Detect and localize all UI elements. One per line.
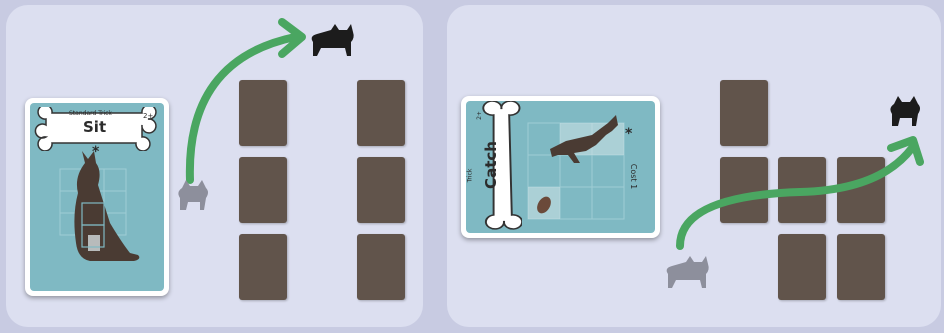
card-subtitle: Standard Trick bbox=[69, 110, 112, 117]
card-title: Sit bbox=[83, 118, 106, 136]
board-tile[interactable] bbox=[778, 234, 826, 300]
card-title: Catch bbox=[482, 141, 500, 189]
board-tile[interactable] bbox=[239, 157, 287, 223]
board-tile[interactable] bbox=[720, 80, 768, 146]
board-tile[interactable] bbox=[239, 234, 287, 300]
board-tile[interactable] bbox=[837, 234, 885, 300]
card-corner-value: 2+ bbox=[476, 111, 483, 120]
trick-card-sit[interactable]: Standard Trick Sit 2+ * bbox=[25, 98, 169, 296]
board-tile[interactable] bbox=[357, 157, 405, 223]
card-marker: * bbox=[625, 126, 632, 142]
board-tile[interactable] bbox=[357, 234, 405, 300]
board-tile[interactable] bbox=[720, 157, 768, 223]
card-corner-value: 2+ bbox=[143, 112, 153, 120]
trick-card-catch[interactable]: 2+ Trick Catch * Cost 1 bbox=[461, 96, 660, 238]
board-tile[interactable] bbox=[357, 80, 405, 146]
card-marker: * bbox=[92, 144, 99, 160]
card-cost: Cost 1 bbox=[629, 164, 638, 189]
board-tile[interactable] bbox=[239, 80, 287, 146]
card-subtitle: Trick bbox=[466, 169, 473, 183]
board-tile[interactable] bbox=[837, 157, 885, 223]
board-tile[interactable] bbox=[778, 157, 826, 223]
